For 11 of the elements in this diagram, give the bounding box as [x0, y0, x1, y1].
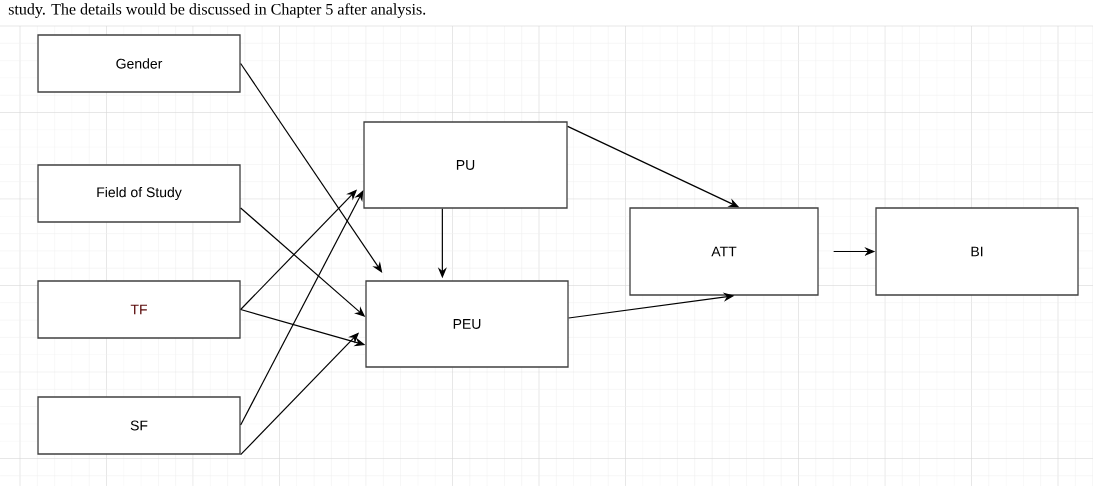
- arrow: [240, 190, 364, 426]
- box: Field of Study: [37, 164, 241, 223]
- arrow: [240, 62, 383, 273]
- box: ATT: [629, 207, 819, 296]
- box: BI: [875, 207, 1079, 296]
- box: TF: [37, 280, 241, 339]
- box: PEU: [365, 280, 569, 368]
- caption-text: study. The details would be discussed in Chapter 5 after analysis.: [8, 3, 426, 18]
- box: SF: [37, 396, 241, 455]
- box: Gender: [37, 34, 241, 93]
- box: PU: [363, 121, 568, 209]
